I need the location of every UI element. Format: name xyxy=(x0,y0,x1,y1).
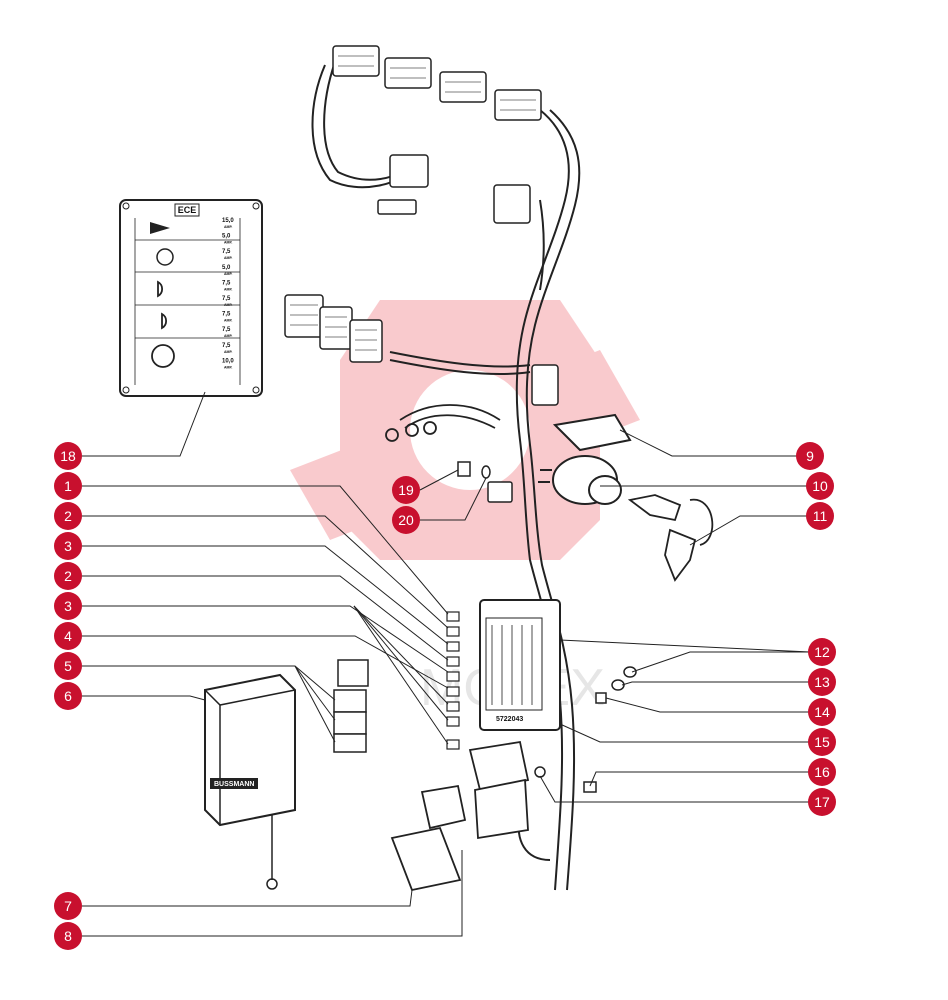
callout-label: 8 xyxy=(64,928,72,944)
callout-19: 19 xyxy=(392,476,420,504)
fuse-unit: AMP. xyxy=(224,303,232,307)
relays xyxy=(333,659,369,753)
callout-label: 16 xyxy=(814,764,830,780)
blade-fuses xyxy=(446,611,460,750)
fuse-rating: 7,5 xyxy=(222,343,231,349)
fuse-legend-panel: ECE xyxy=(119,199,263,397)
fuse-unit: AMP. xyxy=(224,350,232,354)
horn-icon xyxy=(150,222,170,234)
callout-4: 4 xyxy=(54,622,82,650)
fuse-unit: AMP. xyxy=(224,319,232,323)
callout-16: 16 xyxy=(808,758,836,786)
callout-8: 8 xyxy=(54,922,82,950)
callout-label: 7 xyxy=(64,898,72,914)
connector-block xyxy=(468,740,530,840)
callout-label: 3 xyxy=(64,538,72,554)
fuse-rating: 5,0 xyxy=(222,265,231,271)
wiper-icon xyxy=(156,248,174,266)
highbeam-icon xyxy=(161,312,168,330)
fuse-rating: 7,5 xyxy=(222,249,231,255)
callout-1: 1 xyxy=(54,472,82,500)
fuse-rating: 7,5 xyxy=(222,280,231,286)
callout-label: 12 xyxy=(814,644,830,660)
fuse-rating: 7,5 xyxy=(222,327,231,333)
callout-label: 5 xyxy=(64,658,72,674)
callout-label: 10 xyxy=(812,478,828,494)
callout-3: 3 xyxy=(54,532,82,560)
ignition-switch xyxy=(538,413,632,505)
callout-label: 15 xyxy=(814,734,830,750)
callout-label: 20 xyxy=(398,512,414,528)
callout-label: 17 xyxy=(814,794,830,810)
callout-label: 2 xyxy=(64,508,72,524)
connector-pins xyxy=(290,55,536,351)
callout-18: 18 xyxy=(54,442,82,470)
fuse-rating: 7,5 xyxy=(222,296,231,302)
callout-label: 19 xyxy=(398,482,414,498)
harness-connectors-top xyxy=(284,45,559,406)
callout-label: 3 xyxy=(64,598,72,614)
panel-header: ECE xyxy=(178,205,197,215)
fuse-unit: AMP. xyxy=(224,287,232,291)
fuse-unit: AMP. xyxy=(224,256,232,260)
timer-module: BUSSMANN xyxy=(204,673,296,890)
callout-2: 2 xyxy=(54,562,82,590)
callout-label: 2 xyxy=(64,568,72,584)
fuse-ratings: 15,0AMP.5,0AMP.7,5AMP.5,0AMP.7,5AMP.7,5A… xyxy=(222,218,234,369)
callout-10: 10 xyxy=(806,472,834,500)
callout-6: 6 xyxy=(54,682,82,710)
callout-15: 15 xyxy=(808,728,836,756)
fuse-rating: 5,0 xyxy=(222,234,231,240)
callout-label: 11 xyxy=(813,508,828,524)
callout-14: 14 xyxy=(808,698,836,726)
fuse-rating: 15,0 xyxy=(222,218,234,224)
gauge-icon xyxy=(151,344,175,368)
flasher-units xyxy=(390,784,467,892)
callout-17: 17 xyxy=(808,788,836,816)
fuse-rating: 10,0 xyxy=(222,358,234,364)
ignition-key xyxy=(627,494,714,582)
timer-brand: BUSSMANN xyxy=(214,781,254,788)
fuse-unit: AMP. xyxy=(224,365,232,369)
fuse-rating: 7,5 xyxy=(222,312,231,318)
callout-label: 18 xyxy=(60,448,76,464)
fuse-unit: AMP. xyxy=(224,272,232,276)
callout-13: 13 xyxy=(808,668,836,696)
callout-label: 1 xyxy=(64,478,72,494)
callout-5: 5 xyxy=(54,652,82,680)
callout-20: 20 xyxy=(392,506,420,534)
callout-label: 14 xyxy=(814,704,830,720)
callout-label: 13 xyxy=(814,674,830,690)
callout-3: 3 xyxy=(54,592,82,620)
fasteners xyxy=(534,666,637,793)
callout-11: 11 xyxy=(806,502,834,530)
fuse-unit: AMP. xyxy=(224,225,232,229)
callout-label: 6 xyxy=(64,688,72,704)
leader-lines xyxy=(82,391,811,937)
fusebox-code: 5722043 xyxy=(496,716,523,723)
callout-label: 4 xyxy=(64,628,72,644)
ground-lugs xyxy=(385,404,501,442)
headlight-icon xyxy=(157,280,164,298)
callout-9: 9 xyxy=(796,442,824,470)
fuse-unit: AMP. xyxy=(224,241,232,245)
callout-2: 2 xyxy=(54,502,82,530)
fuse-unit: AMP. xyxy=(224,334,232,338)
callout-label: 9 xyxy=(806,448,814,464)
callout-12: 12 xyxy=(808,638,836,666)
fuse-box: 5722043 xyxy=(479,599,561,731)
callout-7: 7 xyxy=(54,892,82,920)
